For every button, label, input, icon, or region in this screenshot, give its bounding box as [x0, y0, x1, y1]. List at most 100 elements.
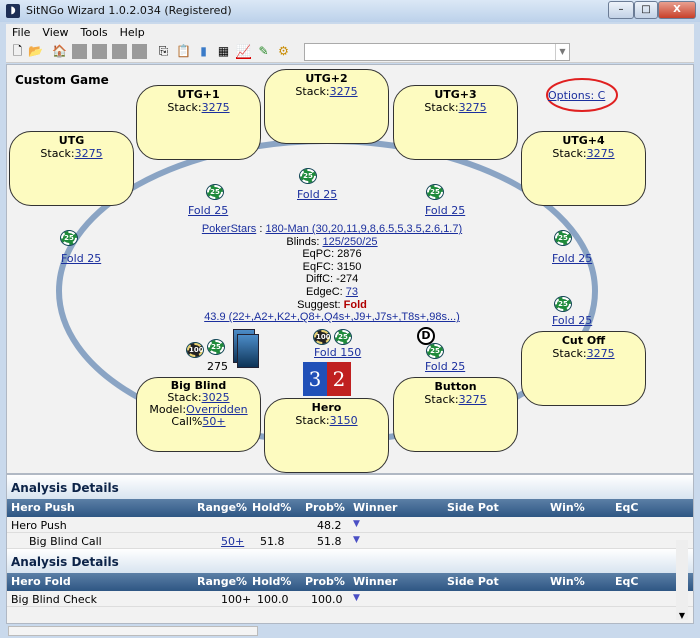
close-button[interactable]: X: [658, 1, 696, 19]
toolbar: 🗋 📂 🏠 ⎘ 📋 ▮ ▦ 📈 ✎ ⚙ ▼: [6, 41, 694, 63]
structure-link[interactable]: 180-Man (30,20,11,9,8,6.5,5,3.5,2.6,1.7): [265, 223, 463, 235]
chart-icon[interactable]: 📈: [236, 44, 251, 59]
menu-help[interactable]: Help: [119, 26, 145, 39]
stack-link[interactable]: 3150: [329, 414, 358, 427]
action-utg3[interactable]: Fold 25: [425, 204, 466, 217]
expand-icon[interactable]: ▼: [353, 519, 360, 529]
chip-25: 25: [426, 184, 444, 200]
scroll-down-icon[interactable]: ▼: [678, 611, 686, 620]
bet-big-blind: 275: [207, 360, 228, 373]
calculator-icon[interactable]: ▦: [217, 44, 230, 58]
action-button[interactable]: Fold 25: [425, 360, 466, 373]
stack-link[interactable]: 3275: [201, 101, 230, 114]
range-link[interactable]: 43.9 (22+,A2+,K2+,Q8+,Q4s+,J9+,J7s+,T8s+…: [204, 311, 460, 324]
suggestion: Fold: [343, 298, 367, 311]
action-utg2[interactable]: Fold 25: [297, 188, 338, 201]
chip-100: 100: [313, 329, 331, 345]
stack-link[interactable]: 3275: [458, 101, 487, 114]
device-icon[interactable]: ▮: [200, 44, 207, 58]
stack-link[interactable]: 3275: [586, 147, 615, 160]
action-utg4[interactable]: Fold 25: [552, 252, 593, 265]
copy-icon[interactable]: ⎘: [158, 44, 169, 58]
stack-link[interactable]: 3275: [329, 85, 358, 98]
dealer-button: D: [417, 327, 435, 345]
card-back-icon: [237, 334, 259, 368]
options-link[interactable]: Options: C: [548, 89, 606, 102]
expand-icon[interactable]: ▼: [353, 535, 360, 545]
action-cut-off[interactable]: Fold 25: [552, 314, 593, 327]
analysis-title: Analysis Details: [7, 475, 693, 499]
hero-card-1: 3: [303, 362, 327, 396]
app-icon: ◗: [6, 4, 20, 18]
model-link[interactable]: Overridden: [186, 403, 248, 416]
disabled-icon[interactable]: [92, 44, 107, 59]
menu-tools[interactable]: Tools: [80, 26, 108, 39]
menu-file[interactable]: File: [12, 26, 31, 39]
eqfc: EqFC: 3150: [302, 260, 362, 273]
action-utg1[interactable]: Fold 25: [188, 204, 229, 217]
minimize-button[interactable]: –: [608, 1, 634, 19]
stack-link[interactable]: 3275: [586, 347, 615, 360]
chip-100: 100: [186, 342, 204, 358]
chip-25: 25: [426, 343, 444, 359]
hero-card-2: 2: [327, 362, 351, 396]
open-folder-icon[interactable]: 📂: [28, 44, 43, 58]
paste-icon[interactable]: 📋: [176, 44, 191, 58]
red-annotation-circle: [546, 78, 618, 112]
chip-25: 25: [60, 230, 78, 246]
chip-25: 25: [554, 230, 572, 246]
status-bar: [8, 626, 258, 636]
expand-icon[interactable]: ▼: [353, 593, 360, 603]
chip-25: 25: [554, 296, 572, 312]
site-link[interactable]: PokerStars: [201, 223, 257, 235]
disabled-icon[interactable]: [132, 44, 147, 59]
call-link[interactable]: 50+: [202, 415, 226, 428]
game-info: PokerStars : 180-Man (30,20,11,9,8,6.5,5…: [137, 223, 527, 324]
game-title: Custom Game: [15, 73, 109, 87]
blinds-link[interactable]: 125/250/25: [322, 235, 378, 248]
eqpc: EqPC: 2876: [302, 248, 362, 261]
edgec-link[interactable]: 73: [345, 285, 358, 298]
chip-25: 25: [334, 329, 352, 345]
table-panel: Custom Game Options: C PokerStars : 180-…: [6, 64, 694, 474]
chip-25: 25: [206, 184, 224, 200]
stack-link[interactable]: 3275: [74, 147, 103, 160]
vertical-scrollbar[interactable]: ▼: [676, 540, 688, 620]
disabled-icon[interactable]: [112, 44, 127, 59]
home-icon[interactable]: 🏠: [52, 44, 67, 58]
range-link[interactable]: 50+: [221, 535, 245, 548]
chevron-down-icon[interactable]: ▼: [555, 44, 569, 60]
disabled-icon[interactable]: [72, 44, 87, 59]
window-title: SitNGo Wizard 1.0.2.034 (Registered): [26, 4, 232, 17]
toolbar-combo[interactable]: ▼: [304, 43, 570, 61]
title-bar: ◗ SitNGo Wizard 1.0.2.034 (Registered) –…: [0, 0, 700, 22]
stack-link[interactable]: 3025: [201, 391, 230, 404]
edit-icon[interactable]: ✎: [258, 44, 269, 58]
menu-bar: File View Tools Help: [6, 24, 694, 41]
menu-view[interactable]: View: [42, 26, 69, 39]
action-hero[interactable]: Fold 150: [314, 346, 362, 359]
analysis-title: Analysis Details: [7, 549, 693, 573]
maximize-button[interactable]: □: [634, 1, 658, 19]
chip-25: 25: [207, 339, 225, 355]
new-file-icon[interactable]: 🗋: [12, 44, 23, 58]
action-utg[interactable]: Fold 25: [61, 252, 102, 265]
diffc: DiffC: -274: [305, 273, 359, 286]
chip-25: 25: [299, 168, 317, 184]
stack-link[interactable]: 3275: [458, 393, 487, 406]
settings-icon[interactable]: ⚙: [278, 44, 289, 58]
